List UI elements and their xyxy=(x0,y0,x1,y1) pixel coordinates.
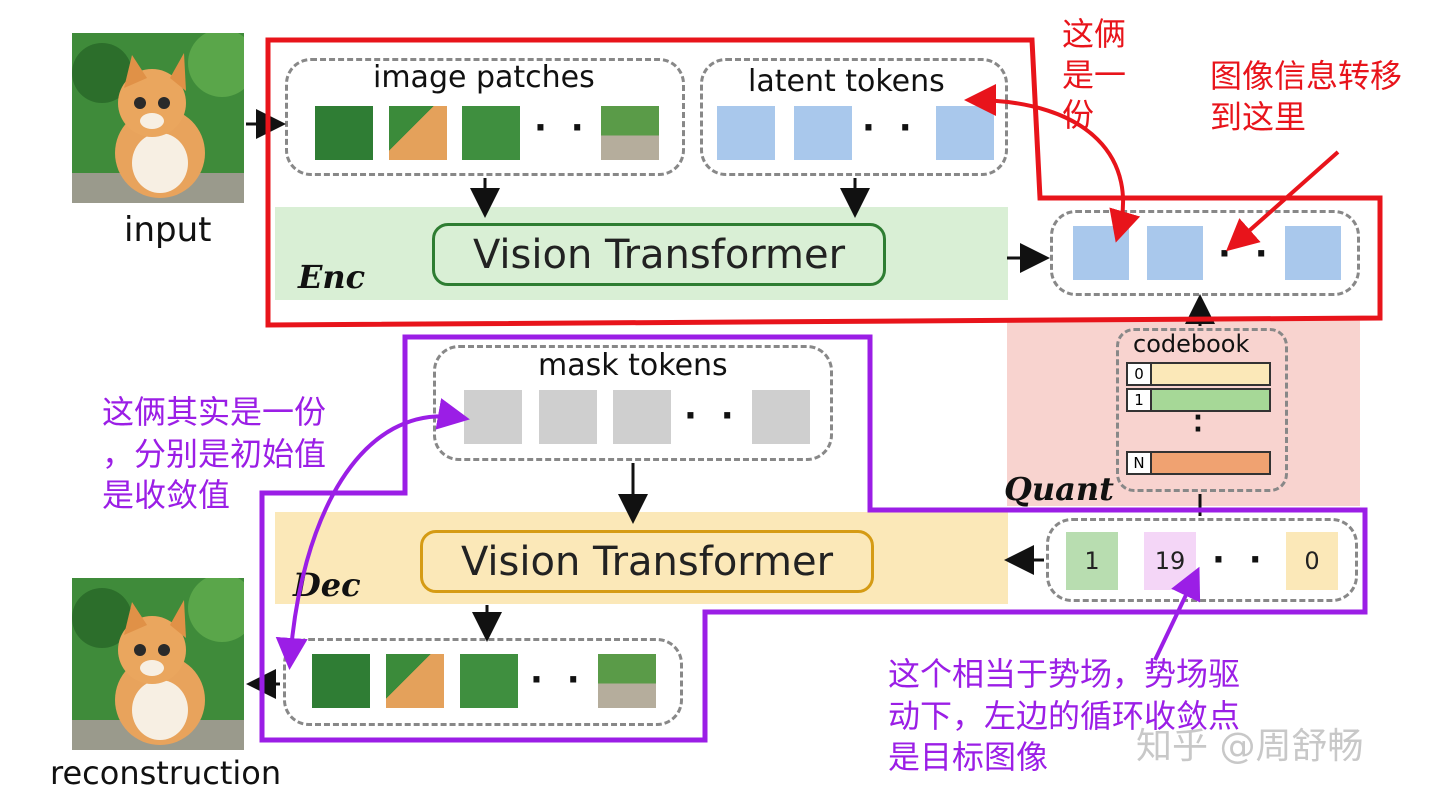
annotation-info-moves: 图像信息转移 到这里 xyxy=(1210,57,1403,136)
output-patch xyxy=(598,654,656,708)
codebook-index: 0 xyxy=(1128,364,1152,384)
codebook-entry: 1 xyxy=(1126,388,1271,412)
latent-token xyxy=(717,106,775,160)
mask-token xyxy=(539,390,597,444)
image-patch xyxy=(462,106,520,160)
input-label: input xyxy=(124,210,212,250)
annotation-same-copy: 这俩 是一 份 xyxy=(1062,15,1127,135)
ellipsis: · · · xyxy=(862,108,955,148)
encoder-vision-transformer: Vision Transformer xyxy=(432,223,886,286)
image-patch xyxy=(601,106,659,160)
encoder-output-token xyxy=(1147,226,1203,280)
image-patches-label: image patches xyxy=(373,60,595,95)
mask-token xyxy=(613,390,671,444)
input-image xyxy=(72,33,244,203)
annotation-init-converged: 这俩其实是一份 ，分别是初始值 是收敛值 xyxy=(102,393,327,515)
mask-token xyxy=(464,390,522,444)
mask-token xyxy=(752,390,810,444)
quantized-token: 0 xyxy=(1286,532,1338,590)
image-patch xyxy=(389,106,447,160)
purple-pointer-arrow xyxy=(1153,566,1201,661)
image-patches-box xyxy=(285,58,685,176)
codebook-index: N xyxy=(1128,453,1152,473)
red-outline xyxy=(265,37,1383,328)
mask-tokens-label: mask tokens xyxy=(538,348,728,383)
codebook-entry: 0 xyxy=(1126,362,1271,386)
enc-label: Enc xyxy=(298,258,366,296)
latent-token xyxy=(794,106,852,160)
latent-tokens-label: latent tokens xyxy=(748,64,945,99)
red-pointer-arrow xyxy=(1226,150,1340,252)
red-curve-arrow xyxy=(964,84,1141,243)
quantized-tokens-box xyxy=(1046,518,1358,602)
watermark: 知乎 @周舒畅 xyxy=(1136,726,1364,767)
encoder-output-token xyxy=(1285,226,1341,280)
reconstruction-label: reconstruction xyxy=(50,754,282,792)
codebook-box xyxy=(1116,328,1288,492)
codebook-index: 1 xyxy=(1128,390,1152,410)
codebook-ellipsis: ·· xyxy=(1193,403,1203,445)
codebook-label: codebook xyxy=(1133,330,1250,358)
quantized-token: 1 xyxy=(1066,532,1118,590)
ellipsis: · · · xyxy=(1212,540,1305,580)
codebook-entry: N xyxy=(1126,451,1271,475)
quant-label: Quant xyxy=(1004,470,1114,508)
image-patch xyxy=(315,106,373,160)
reconstruction-image xyxy=(72,578,244,750)
annotation-potential-field: 这个相当于势场，势场驱 动下，左边的循环收敛点 是目标图像 xyxy=(888,655,1241,777)
purple-curve-arrow xyxy=(275,398,470,670)
